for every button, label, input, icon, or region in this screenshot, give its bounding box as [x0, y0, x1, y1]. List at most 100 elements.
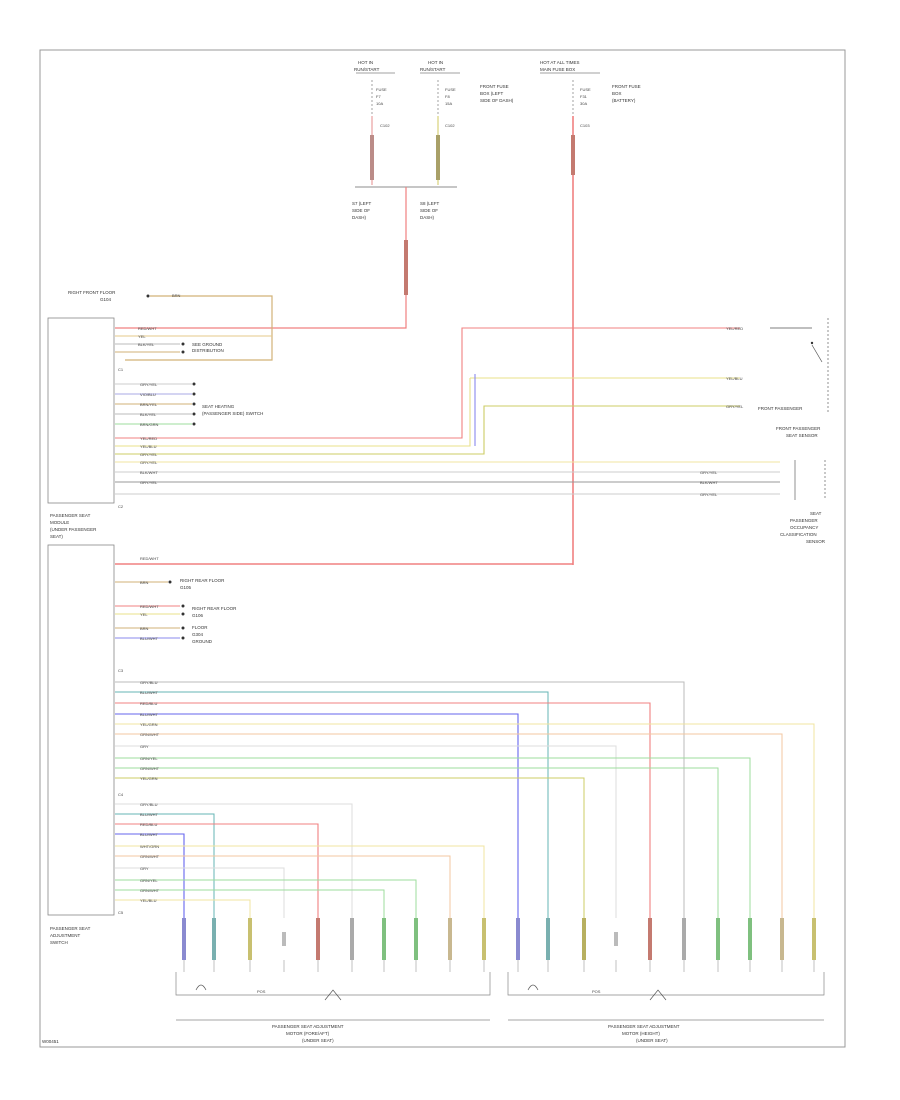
- svg-text:OCCUPANCY: OCCUPANCY: [790, 525, 818, 530]
- svg-text:30A: 30A: [580, 101, 587, 106]
- svg-text:FRONT PASSENGER: FRONT PASSENGER: [758, 406, 803, 411]
- connector-stub: [482, 918, 486, 960]
- svg-text:RUN/START: RUN/START: [420, 67, 446, 72]
- connector-stub: [546, 918, 550, 960]
- svg-text:YEL/GRN: YEL/GRN: [140, 776, 158, 781]
- svg-text:GRY/YEL: GRY/YEL: [700, 470, 718, 475]
- svg-text:BLK/WHT: BLK/WHT: [700, 480, 718, 485]
- svg-text:SENSOR: SENSOR: [806, 539, 826, 544]
- svg-text:GRY/YEL: GRY/YEL: [140, 452, 158, 457]
- svg-text:PASSENGER SEAT ADJUSTMENT: PASSENGER SEAT ADJUSTMENT: [608, 1024, 680, 1029]
- svg-text:YEL/GRN: YEL/GRN: [140, 722, 158, 727]
- svg-text:BOX (LEFT: BOX (LEFT: [480, 91, 504, 96]
- svg-text:RED/WHT: RED/WHT: [140, 556, 159, 561]
- connector-stub: [382, 918, 386, 960]
- svg-text:RED/WHT: RED/WHT: [140, 604, 159, 609]
- connector-stub: [212, 918, 216, 960]
- svg-text:FRONT FUSE: FRONT FUSE: [612, 84, 641, 89]
- connector-stub: [414, 918, 418, 960]
- svg-text:DASH): DASH): [420, 215, 435, 220]
- svg-text:SIDE OF: SIDE OF: [420, 208, 438, 213]
- svg-text:BRN: BRN: [140, 580, 149, 585]
- svg-text:F31: F31: [580, 94, 588, 99]
- svg-text:(UNDER SEAT): (UNDER SEAT): [302, 1038, 334, 1043]
- svg-text:BLU/WHT: BLU/WHT: [140, 712, 159, 717]
- lower-module-wires: RED/WHT BRN RIGHT REAR FLOOR G105 RED/WH…: [115, 556, 573, 673]
- svg-text:GRY/YEL: GRY/YEL: [140, 460, 158, 465]
- svg-text:C2: C2: [118, 504, 124, 509]
- right-sensor-wires: YEL/RED YEL/BLU GRY/YEL GRY/YEL BLK/WHT …: [115, 326, 780, 509]
- svg-text:F8: F8: [445, 94, 450, 99]
- connector-stub: [780, 918, 784, 960]
- svg-text:GRN/WHT: GRN/WHT: [140, 888, 160, 893]
- svg-text:YEL/RED: YEL/RED: [726, 326, 743, 331]
- svg-text:GRN/WHT: GRN/WHT: [140, 854, 160, 859]
- connector-stub: [682, 918, 686, 960]
- svg-text:BRN: BRN: [172, 293, 181, 298]
- svg-text:CLASSIFICATION: CLASSIFICATION: [780, 532, 817, 537]
- svg-text:(UNDER PASSENGER: (UNDER PASSENGER: [50, 527, 97, 532]
- svg-text:BLK/WHT: BLK/WHT: [140, 470, 158, 475]
- connector-stubs: [182, 918, 816, 972]
- svg-text:10A: 10A: [376, 101, 383, 106]
- connector-stub: [282, 932, 286, 946]
- svg-text:RIGHT FRONT FLOOR: RIGHT FRONT FLOOR: [68, 290, 116, 295]
- svg-text:RIGHT REAR FLOOR: RIGHT REAR FLOOR: [192, 606, 237, 611]
- svg-text:BRN/YEL: BRN/YEL: [140, 402, 158, 407]
- svg-text:POS: POS: [592, 989, 601, 994]
- ground-ref-g104: RIGHT FRONT FLOOR G104 BRN: [68, 290, 273, 361]
- svg-text:(BATTERY): (BATTERY): [612, 98, 636, 103]
- svg-text:HOT AT ALL TIMES: HOT AT ALL TIMES: [540, 60, 580, 65]
- svg-text:GROUND: GROUND: [192, 639, 213, 644]
- svg-text:GRY/BLU: GRY/BLU: [140, 680, 158, 685]
- svg-text:PASSENGER: PASSENGER: [790, 518, 818, 523]
- front-passenger-seat-sensor: FRONT PASSENGER FRONT PASSENGER SEAT SEN…: [758, 318, 829, 438]
- module-bottom-label: PASSENGER SEAT ADJUSTMENT SWITCH: [50, 926, 91, 945]
- diagram-frame: [39, 49, 846, 1048]
- occupancy-classification-sensor: SEAT PASSENGER OCCUPANCY CLASSIFICATION …: [780, 460, 826, 544]
- svg-text:RIGHT REAR FLOOR: RIGHT REAR FLOOR: [180, 578, 225, 583]
- svg-text:SEAT HEATING: SEAT HEATING: [202, 404, 235, 409]
- svg-text:BLU/WHT: BLU/WHT: [140, 812, 159, 817]
- svg-text:HOT IN: HOT IN: [428, 60, 443, 65]
- svg-text:BOX: BOX: [612, 91, 622, 96]
- svg-text:C102: C102: [380, 123, 390, 128]
- svg-text:S7 (LEFT: S7 (LEFT: [352, 201, 372, 206]
- svg-text:FUSE: FUSE: [376, 87, 387, 92]
- connector-stub: [716, 918, 720, 960]
- svg-text:VIO/BLU: VIO/BLU: [140, 392, 156, 397]
- upper-module-wires: RED/WHT YEL BLK/YEL SEE GROUND DISTRIBUT…: [115, 326, 272, 372]
- svg-text:15A: 15A: [445, 101, 452, 106]
- power-source-2: HOT IN RUN/START FUSE F8 15A C102 FRONT …: [420, 60, 514, 128]
- svg-text:MAIN FUSE BOX: MAIN FUSE BOX: [540, 67, 575, 72]
- svg-text:S8 (LEFT: S8 (LEFT: [420, 201, 440, 206]
- motor-harness-a: GRY/BLU BLU/WHT RED/BLU BLU/WHT YEL/GRN …: [115, 680, 815, 918]
- svg-text:C1: C1: [118, 367, 124, 372]
- svg-text:YEL/BLU: YEL/BLU: [140, 898, 157, 903]
- svg-text:BLK/YEL: BLK/YEL: [138, 342, 155, 347]
- svg-text:YEL/BLU: YEL/BLU: [140, 444, 157, 449]
- module-label: PASSENGER SEAT MODULE (UNDER PASSENGER S…: [50, 513, 97, 539]
- svg-text:BLU/WHT: BLU/WHT: [140, 690, 159, 695]
- svg-text:ADJUSTMENT: ADJUSTMENT: [50, 933, 81, 938]
- svg-text:YEL: YEL: [140, 612, 148, 617]
- svg-text:C5: C5: [118, 910, 124, 915]
- svg-text:BLU/WHT: BLU/WHT: [140, 636, 159, 641]
- connector-stub: [316, 918, 320, 960]
- svg-text:RED/WHT: RED/WHT: [138, 326, 157, 331]
- svg-text:RUN/START: RUN/START: [354, 67, 380, 72]
- svg-text:DASH): DASH): [352, 215, 367, 220]
- power-source-1: HOT IN RUN/START FUSE F7 10A C102: [354, 60, 395, 128]
- passenger-seat-adjustment-switch: [47, 544, 115, 916]
- svg-text:MODULE: MODULE: [50, 520, 69, 525]
- svg-text:GRN/WHT: GRN/WHT: [140, 732, 160, 737]
- svg-text:RED/BLU: RED/BLU: [140, 822, 157, 827]
- svg-text:SEAT): SEAT): [50, 534, 63, 539]
- svg-text:SEE GROUND: SEE GROUND: [192, 342, 223, 347]
- svg-text:SIDE OF: SIDE OF: [352, 208, 370, 213]
- connector-stub: [748, 918, 752, 960]
- svg-text:FRONT FUSE: FRONT FUSE: [480, 84, 509, 89]
- connector-stub: [182, 918, 186, 960]
- connector-stub: [812, 918, 816, 960]
